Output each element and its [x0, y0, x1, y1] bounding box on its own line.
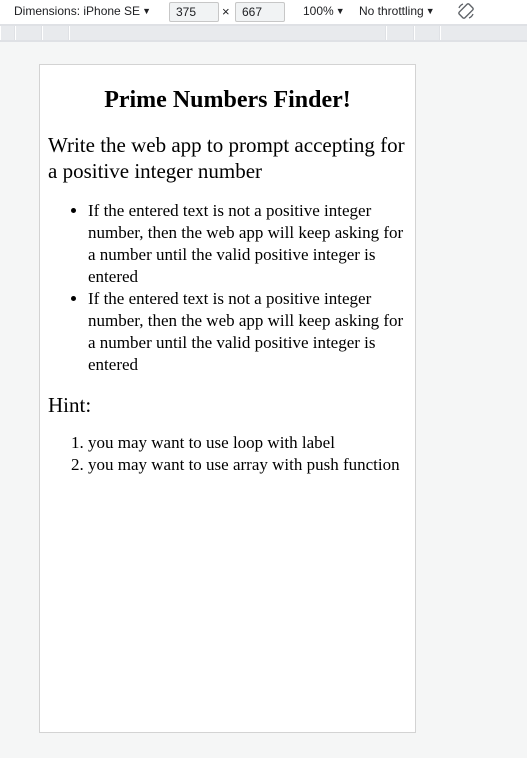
- device-viewport: Prime Numbers Finder! Write the web app …: [39, 64, 416, 733]
- throttling-dropdown[interactable]: No throttling ▼: [359, 4, 435, 18]
- rotate-icon[interactable]: [456, 1, 476, 21]
- caret-down-icon: ▼: [425, 6, 435, 16]
- hint-heading: Hint:: [48, 393, 92, 417]
- media-query-segment[interactable]: [440, 26, 527, 40]
- caret-down-icon: ▼: [142, 6, 151, 16]
- media-query-bar: [0, 24, 527, 42]
- media-query-segment[interactable]: [69, 26, 385, 40]
- media-query-segment[interactable]: [386, 26, 413, 40]
- times-separator: ×: [222, 4, 230, 19]
- zoom-dropdown[interactable]: 100% ▼: [303, 4, 345, 18]
- media-query-segment[interactable]: [42, 26, 68, 40]
- list-item: If the entered text is not a positive in…: [88, 288, 407, 376]
- list-item: you may want to use array with push func…: [88, 454, 407, 476]
- width-input[interactable]: [169, 2, 219, 22]
- device-toolbar: Dimensions: iPhone SE ▼ × 100% ▼ No thro…: [0, 0, 527, 24]
- requirements-list: If the entered text is not a positive in…: [48, 200, 407, 376]
- zoom-label: 100%: [303, 4, 334, 18]
- list-item: If the entered text is not a positive in…: [88, 200, 407, 288]
- device-dimensions-dropdown[interactable]: Dimensions: iPhone SE ▼: [14, 4, 151, 18]
- hint-list: you may want to use loop with label you …: [48, 432, 407, 476]
- page-title: Prime Numbers Finder!: [104, 87, 351, 113]
- media-query-segment[interactable]: [15, 26, 41, 40]
- intro-text: Write the web app to prompt accepting fo…: [48, 133, 405, 183]
- height-input[interactable]: [235, 2, 285, 22]
- caret-down-icon: ▼: [335, 6, 345, 16]
- throttling-label: No throttling: [359, 4, 424, 18]
- device-dimensions-label: Dimensions: iPhone SE: [14, 4, 141, 18]
- media-query-segment[interactable]: [0, 26, 14, 40]
- media-query-segment[interactable]: [414, 26, 439, 40]
- list-item: you may want to use loop with label: [88, 432, 407, 454]
